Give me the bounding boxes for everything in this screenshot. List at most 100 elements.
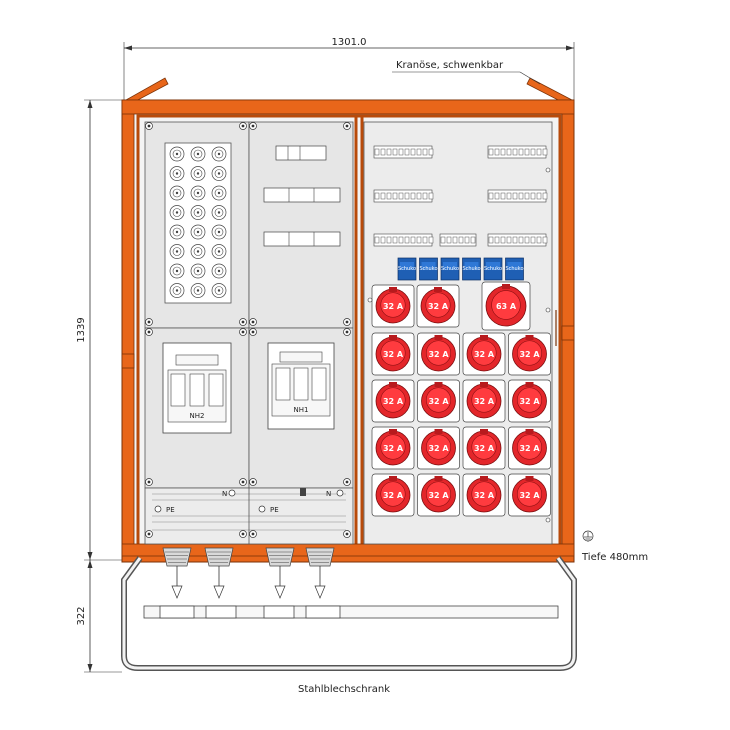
cee-socket-32a: 32 A [371,426,415,470]
fuse-holder [211,224,227,240]
fuse-holder [190,205,206,220]
cee-socket-32a: 32 A [508,332,551,376]
schuko-label: Schuko [398,266,416,272]
schuko-socket: Schuko [505,257,524,281]
cee-label: 32 A [474,491,495,500]
terminal-pe-right: PE [270,506,279,514]
nh-fuse-right: NH1 [267,342,335,430]
schuko-label: Schuko [441,266,459,272]
crane-eye-label: Kranöse, schwenkbar [396,60,504,71]
cee-socket-32a: 32 A [371,473,415,517]
base-height-dimension: 322 [76,560,122,673]
cee-label: 32 A [428,302,449,311]
screw [239,318,247,326]
nh-fuse-left: NH2 [162,342,232,434]
screw [239,478,247,486]
cee-label: 32 A [428,397,449,406]
cee-label: 32 A [383,444,404,453]
cee-label: 32 A [383,491,404,500]
screw [249,478,257,486]
cee-label: 32 A [519,397,540,406]
screw [145,122,153,130]
fuse-grid [164,142,232,304]
screw [343,122,351,130]
screw [249,318,257,326]
schuko-socket: Schuko [419,257,438,281]
screw [145,318,153,326]
cee-label: 32 A [474,444,495,453]
cee-socket-32a: 32 A [462,379,506,423]
fuse-holder [211,244,227,259]
cee-socket-32a: 32 A [417,379,460,423]
mounting-screws [145,122,351,538]
cee-socket-63a: 63 A [481,281,531,331]
screw [239,530,247,538]
schuko-socket: Schuko [462,257,481,281]
cee-label: 32 A [519,444,540,453]
cee-socket-32a: 32 A [462,332,506,376]
cee-socket-32a: 32 A [508,473,551,517]
width-dimension: 1301.0 [123,37,575,100]
fuse-holder [190,224,206,240]
cee-socket-32a: 32 A [417,332,460,376]
cee-socket-32a: 32 A [462,426,506,470]
height-value: 1339 [76,317,87,342]
schuko-label: Schuko [419,266,437,272]
schuko-label: Schuko [462,266,480,272]
screw [343,478,351,486]
cee-label: 32 A [383,350,404,359]
cable-gland [162,547,192,599]
terminal-pe-left: PE [166,506,175,514]
cee-socket-32a: 32 A [508,379,551,423]
fuse-holder [211,185,227,201]
nh2-label: NH2 [190,412,205,420]
fuse-holder [169,146,185,162]
crane-eye-left [124,77,169,103]
fuse-holder [169,283,185,298]
screw [239,122,247,130]
cee-label: 32 A [474,350,495,359]
crane-eye-right [526,77,574,103]
fuse-holder [169,263,185,279]
screw [343,318,351,326]
fuse-holder [190,263,206,279]
cable-gland [204,547,234,599]
door-hinges [121,310,575,369]
cable-glands [162,547,335,599]
cee-socket-32a: 32 A [417,473,460,517]
screw [145,478,153,486]
height-dimension: 1339 [76,99,122,561]
cee-socket-32a: 32 A [371,379,415,423]
screw [239,328,247,336]
cee-label: 32 A [428,444,449,453]
fuse-holder [211,205,227,220]
ground-symbol [582,530,594,542]
fuse-holder [211,166,227,181]
cee-label: 32 A [383,397,404,406]
nh1-label: NH1 [294,406,309,414]
fuse-holder [169,166,185,181]
cee-socket-32a: 32 A [416,284,460,328]
fuse-holder [169,205,185,220]
cee-label: 63 A [496,302,517,311]
schuko-socket: Schuko [483,257,503,281]
screw [343,328,351,336]
screw [343,530,351,538]
base-height-value: 322 [76,606,87,625]
terminal-n-left: N [222,490,227,498]
cee-label: 32 A [519,350,540,359]
schuko-socket: Schuko [440,257,460,281]
width-value: 1301.0 [332,37,367,48]
screw [249,328,257,336]
fuse-holder [190,146,206,162]
right-panel-screws [367,167,551,523]
fuse-holder [211,263,227,279]
cee-socket-32a: 32 A [508,426,551,470]
schuko-socket: Schuko [397,257,417,281]
fuse-holder [211,146,227,162]
left-compartment [144,121,354,545]
